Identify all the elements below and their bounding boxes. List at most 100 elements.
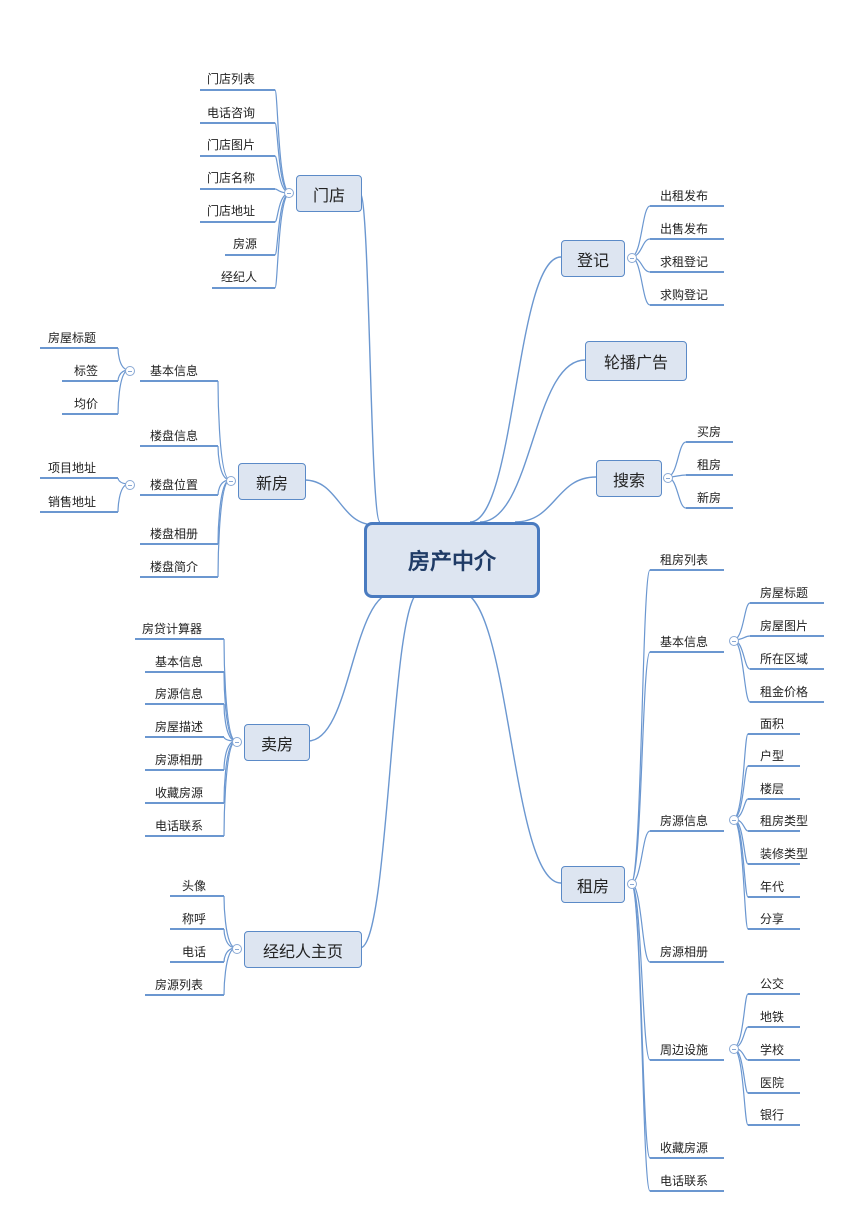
connector-line <box>359 192 381 523</box>
collapse-toggle-icon[interactable] <box>627 253 637 263</box>
connector-line <box>630 651 651 884</box>
agent-item[interactable]: 电话 <box>182 945 207 959</box>
rent-source-item[interactable]: 年代 <box>760 880 785 894</box>
topic-new-house[interactable]: 新房 <box>238 463 306 500</box>
new-house-building-album[interactable]: 楼盘相册 <box>150 527 199 541</box>
connector-line <box>274 192 291 256</box>
connector-line <box>459 591 562 884</box>
collapse-toggle-icon[interactable] <box>729 815 739 825</box>
rent-nearby-item[interactable]: 医院 <box>760 1076 785 1090</box>
register-item[interactable]: 出售发布 <box>660 222 709 236</box>
connector-line <box>469 256 562 523</box>
collapse-toggle-icon[interactable] <box>125 480 135 490</box>
new-house-location-item[interactable]: 项目地址 <box>48 461 97 475</box>
topic-search[interactable]: 搜索 <box>596 460 662 497</box>
sell-item[interactable]: 收藏房源 <box>155 786 204 800</box>
rent-source-item[interactable]: 面积 <box>760 717 785 731</box>
store-item[interactable]: 电话咨询 <box>207 106 256 120</box>
new-house-building-intro[interactable]: 楼盘简介 <box>150 560 199 574</box>
rent-album[interactable]: 房源相册 <box>660 945 709 959</box>
new-house-building-location[interactable]: 楼盘位置 <box>150 478 199 492</box>
rent-source-item[interactable]: 户型 <box>760 749 785 763</box>
sell-item[interactable]: 房源相册 <box>155 753 204 767</box>
rent-source-item[interactable]: 楼层 <box>760 782 785 796</box>
collapse-toggle-icon[interactable] <box>125 366 135 376</box>
topic-register[interactable]: 登记 <box>561 240 625 277</box>
store-item[interactable]: 门店图片 <box>207 138 256 152</box>
rent-nearby-item[interactable]: 地铁 <box>760 1010 785 1024</box>
rent-basic-item[interactable]: 房屋标题 <box>760 586 809 600</box>
sell-item[interactable]: 房屋描述 <box>155 720 204 734</box>
agent-item[interactable]: 房源列表 <box>155 978 204 992</box>
rent-basic-item[interactable]: 房屋图片 <box>760 619 809 633</box>
collapse-toggle-icon[interactable] <box>232 737 242 747</box>
connector-line <box>303 479 376 526</box>
central-topic[interactable]: 房产中介 <box>364 522 540 598</box>
rent-nearby-item[interactable]: 公交 <box>760 977 785 991</box>
rent-nearby[interactable]: 周边设施 <box>660 1043 709 1057</box>
search-item[interactable]: 新房 <box>697 491 722 505</box>
agent-item[interactable]: 称呼 <box>182 912 207 926</box>
rent-basic-item[interactable]: 所在区域 <box>760 652 809 666</box>
connector-line <box>630 256 651 306</box>
new-house-location-item[interactable]: 销售地址 <box>48 495 97 509</box>
new-house-basic-info[interactable]: 基本信息 <box>150 364 199 378</box>
collapse-toggle-icon[interactable] <box>284 188 294 198</box>
rent-source-info[interactable]: 房源信息 <box>660 814 709 828</box>
new-house-building-info[interactable]: 楼盘信息 <box>150 429 199 443</box>
register-item[interactable]: 求购登记 <box>660 288 709 302</box>
connector-line <box>307 591 396 742</box>
collapse-toggle-icon[interactable] <box>226 476 236 486</box>
sell-item[interactable]: 基本信息 <box>155 655 204 669</box>
connector-line <box>732 993 749 1049</box>
topic-agent-home[interactable]: 经纪人主页 <box>244 931 362 968</box>
connector-line <box>630 882 651 1192</box>
rent-list[interactable]: 租房列表 <box>660 553 709 567</box>
store-item[interactable]: 门店名称 <box>207 171 256 185</box>
new-house-basic-item[interactable]: 房屋标题 <box>48 331 97 345</box>
store-item[interactable]: 门店列表 <box>207 72 256 86</box>
collapse-toggle-icon[interactable] <box>627 879 637 889</box>
register-item[interactable]: 求租登记 <box>660 255 709 269</box>
connector-line <box>514 476 597 523</box>
connector-line <box>217 479 231 578</box>
topic-rent[interactable]: 租房 <box>561 866 625 903</box>
new-house-basic-item[interactable]: 均价 <box>74 397 99 411</box>
topic-sell[interactable]: 卖房 <box>244 724 310 761</box>
connector-line <box>217 445 231 481</box>
sell-item[interactable]: 房源信息 <box>155 687 204 701</box>
agent-item[interactable]: 头像 <box>182 879 207 893</box>
sell-item[interactable]: 房贷计算器 <box>142 622 203 636</box>
connector-line <box>630 882 651 1061</box>
store-item[interactable]: 经纪人 <box>221 270 258 284</box>
collapse-toggle-icon[interactable] <box>663 473 673 483</box>
topic-carousel[interactable]: 轮播广告 <box>585 341 687 381</box>
search-item[interactable]: 租房 <box>697 458 722 472</box>
collapse-toggle-icon[interactable] <box>729 1044 739 1054</box>
connector-line <box>732 602 751 641</box>
register-item[interactable]: 出租发布 <box>660 189 709 203</box>
connector-line <box>117 369 130 415</box>
collapse-toggle-icon[interactable] <box>232 944 242 954</box>
rent-favorite[interactable]: 收藏房源 <box>660 1141 709 1155</box>
rent-source-item[interactable]: 租房类型 <box>760 814 809 828</box>
topic-store[interactable]: 门店 <box>296 175 362 212</box>
rent-source-item[interactable]: 分享 <box>760 912 785 926</box>
collapse-toggle-icon[interactable] <box>729 636 739 646</box>
rent-basic-item[interactable]: 租金价格 <box>760 685 809 699</box>
rent-contact[interactable]: 电话联系 <box>660 1174 709 1188</box>
connector-line <box>274 122 291 194</box>
rent-source-item[interactable]: 装修类型 <box>760 847 809 861</box>
rent-nearby-item[interactable]: 银行 <box>760 1108 785 1122</box>
connector-line <box>732 1047 749 1094</box>
new-house-basic-item[interactable]: 标签 <box>74 364 99 378</box>
store-item[interactable]: 房源 <box>233 237 258 251</box>
connector-line <box>732 765 749 820</box>
store-item[interactable]: 门店地址 <box>207 204 256 218</box>
rent-basic-info[interactable]: 基本信息 <box>660 635 709 649</box>
search-item[interactable]: 买房 <box>697 425 722 439</box>
rent-nearby-item[interactable]: 学校 <box>760 1043 785 1057</box>
sell-item[interactable]: 电话联系 <box>155 819 204 833</box>
